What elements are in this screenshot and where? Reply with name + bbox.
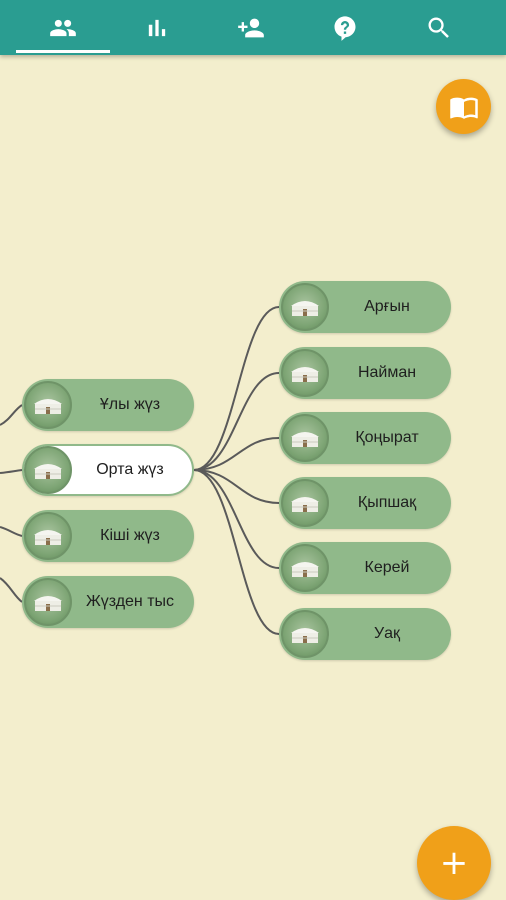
yurt-icon [281,349,329,397]
node-label: Кіші жүз [100,527,160,544]
top-toolbar [0,0,506,55]
book-icon [449,97,478,119]
node-label: Ұлы жүз [99,396,161,413]
tab-people[interactable] [16,0,110,55]
tree-node-argyn[interactable]: Арғын [279,281,451,333]
tree-node-kypshak[interactable]: Қыпшақ [279,477,451,529]
yurt-icon [281,283,329,331]
node-label: Уақ [373,625,401,642]
tab-stats[interactable] [110,0,204,55]
tab-search[interactable] [392,0,486,55]
yurt-icon [24,512,72,560]
add-button[interactable]: + [417,826,491,900]
node-label: Қыпшақ [357,494,417,511]
yurt-icon [24,578,72,626]
tree-node-kerei[interactable]: Керей [279,542,451,594]
search-icon [428,17,449,38]
tree-node-orta-zhuz[interactable]: Орта жүз [22,444,194,496]
add-person-icon [238,18,264,37]
tree-node-naiman[interactable]: Найман [279,347,451,399]
tree-node-zhuzden-tys[interactable]: Жүзден тыс [22,576,194,628]
tree-node-kishi-zhuz[interactable]: Кіші жүз [22,510,194,562]
tree-node-konyrat[interactable]: Қоңырат [279,412,451,464]
yurt-icon [281,544,329,592]
plus-icon: + [439,843,469,883]
tree-node-uak[interactable]: Уақ [279,608,451,660]
yurt-icon [281,414,329,462]
dictionary-button[interactable] [436,79,491,134]
yurt-icon [281,610,329,658]
node-label: Керей [364,559,410,576]
yurt-icon [24,381,72,429]
node-label: Арғын [364,298,410,315]
tab-help[interactable] [298,0,392,55]
node-label: Найман [357,364,417,381]
tree-node-uly-zhuz[interactable]: Ұлы жүз [22,379,194,431]
tab-add-person[interactable] [204,0,298,55]
bar-chart-icon [148,19,166,36]
node-label: Жүзден тыс [85,593,175,610]
node-label: Орта жүз [96,461,164,478]
yurt-icon [24,446,72,494]
node-label: Қоңырат [355,429,419,446]
active-tab-indicator [16,50,110,53]
people-icon [50,19,76,36]
help-icon [334,15,356,41]
yurt-icon [281,479,329,527]
